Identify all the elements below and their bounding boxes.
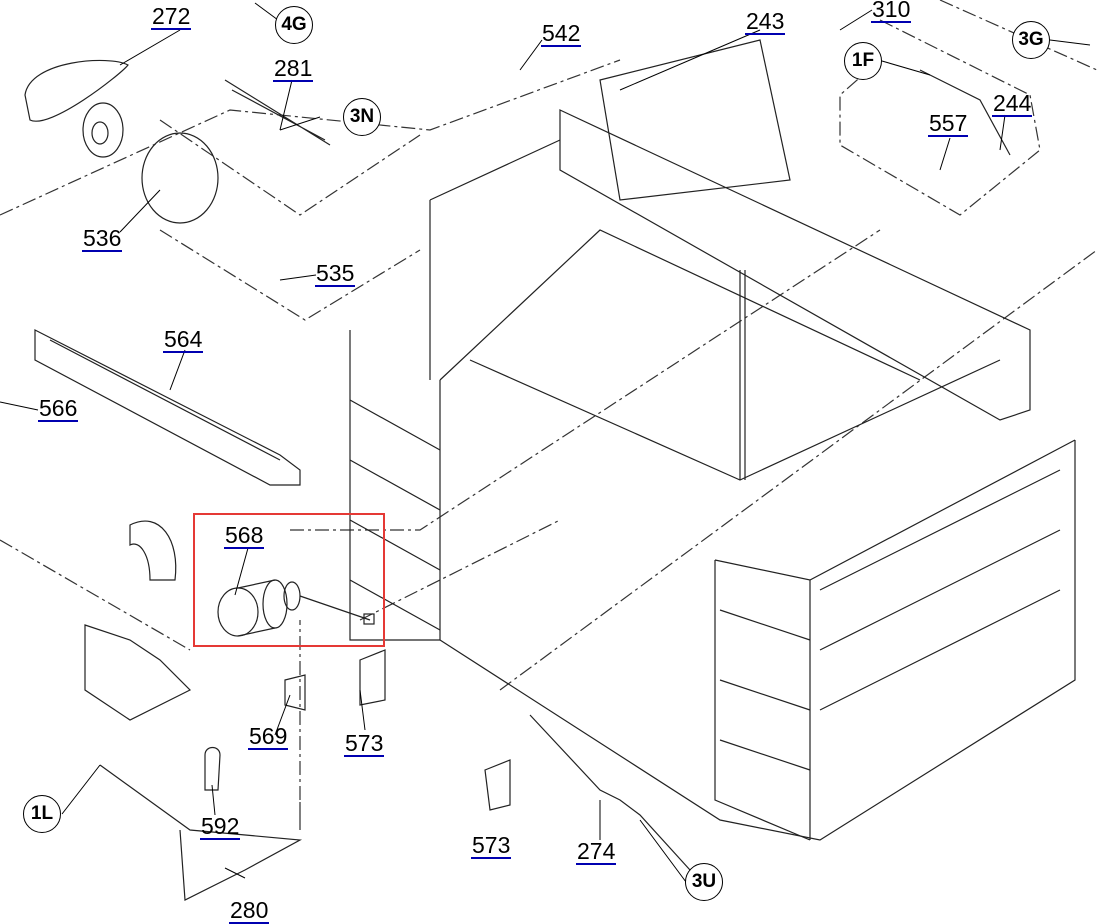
part-label-280[interactable]: 280 bbox=[229, 897, 270, 924]
part-label-569[interactable]: 569 bbox=[248, 723, 289, 750]
part-label-557[interactable]: 557 bbox=[928, 110, 969, 137]
part-label-566[interactable]: 566 bbox=[38, 395, 79, 422]
part-label-243[interactable]: 243 bbox=[745, 8, 786, 35]
callout-3G: 3G bbox=[1012, 21, 1050, 59]
callout-3U: 3U bbox=[685, 863, 723, 901]
part-label-272[interactable]: 272 bbox=[151, 3, 192, 30]
part-label-281[interactable]: 281 bbox=[273, 55, 314, 82]
highlight-box-568 bbox=[193, 513, 385, 647]
part-label-274[interactable]: 274 bbox=[576, 838, 617, 865]
part-label-542[interactable]: 542 bbox=[541, 20, 582, 47]
callout-1F: 1F bbox=[844, 42, 882, 80]
assembly-lines bbox=[0, 0, 1097, 800]
part-label-592[interactable]: 592 bbox=[200, 813, 241, 840]
callout-1L: 1L bbox=[23, 795, 61, 833]
part-label-573[interactable]: 573 bbox=[344, 730, 385, 757]
part-label-564[interactable]: 564 bbox=[163, 326, 204, 353]
part-label-536[interactable]: 536 bbox=[82, 225, 123, 252]
callout-4G: 4G bbox=[275, 6, 313, 44]
part-label-244[interactable]: 244 bbox=[992, 90, 1033, 117]
part-label-310[interactable]: 310 bbox=[871, 0, 912, 23]
callout-3N: 3N bbox=[343, 98, 381, 136]
part-label-573-lower[interactable]: 573 bbox=[471, 832, 512, 859]
part-label-568[interactable]: 568 bbox=[224, 522, 265, 549]
part-label-535[interactable]: 535 bbox=[315, 260, 356, 287]
